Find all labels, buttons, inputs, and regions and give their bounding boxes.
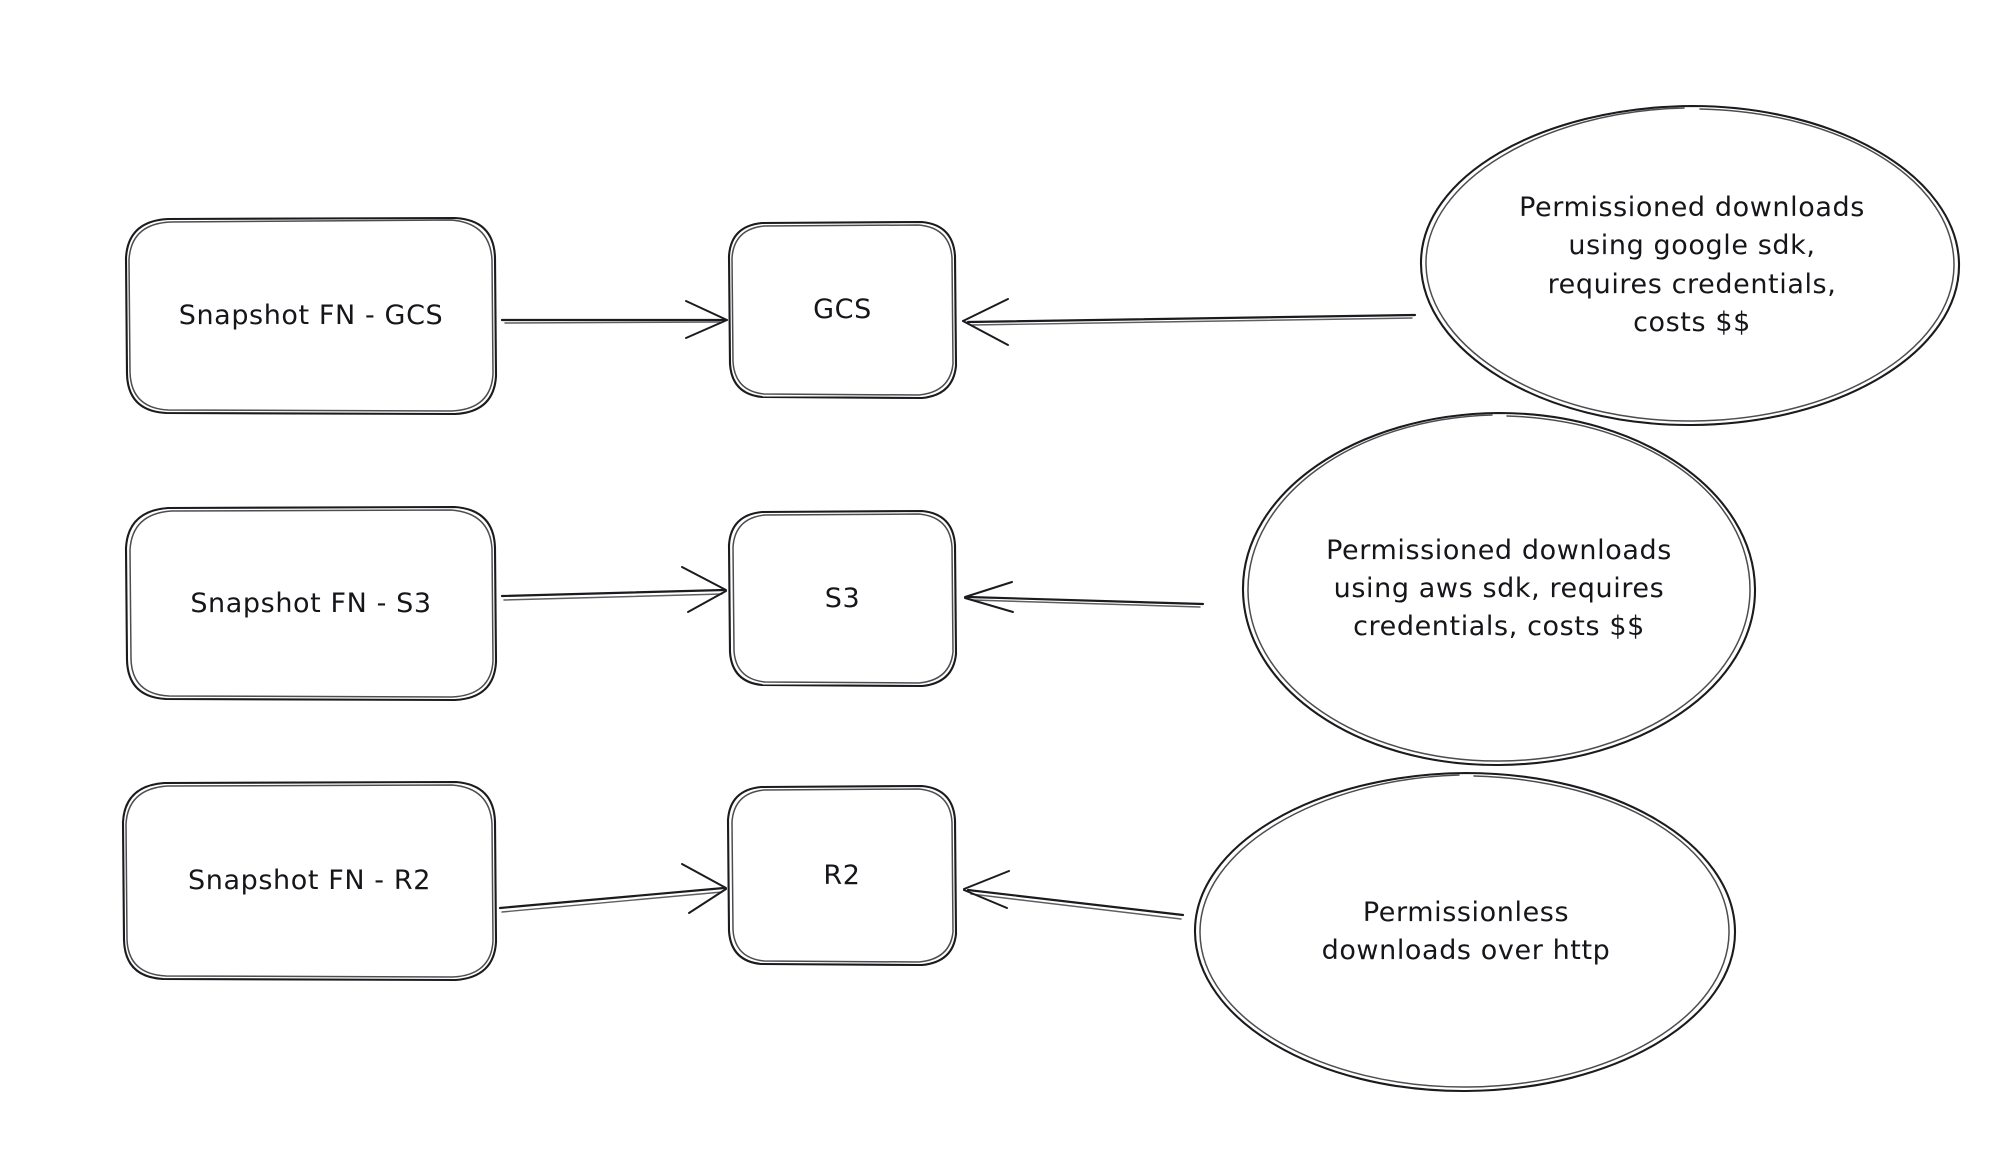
- node-snapshot-fn-s3-shape[interactable]: [124, 505, 498, 702]
- node-s3-shape[interactable]: [727, 509, 958, 688]
- edge-snapshot-gcs-to-gcs-stroke[interactable]: [500, 300, 728, 339]
- edge-snapshot-r2-to-r2-stroke[interactable]: [498, 863, 727, 914]
- node-snapshot-fn-gcs-shape[interactable]: [124, 216, 498, 416]
- node-gcs-shape[interactable]: [727, 220, 958, 400]
- node-r2-shape[interactable]: [726, 784, 958, 967]
- edge-note-to-s3-stroke[interactable]: [964, 581, 1205, 613]
- node-snapshot-fn-r2-shape[interactable]: [121, 780, 498, 982]
- node-note-gcs-shape[interactable]: [1419, 104, 1961, 427]
- edge-note-to-r2-stroke[interactable]: [963, 870, 1185, 920]
- edge-note-to-gcs-stroke[interactable]: [962, 298, 1417, 346]
- node-note-s3-shape[interactable]: [1241, 411, 1757, 767]
- edge-snapshot-s3-to-s3-stroke[interactable]: [500, 566, 727, 613]
- node-note-r2-shape[interactable]: [1193, 771, 1737, 1093]
